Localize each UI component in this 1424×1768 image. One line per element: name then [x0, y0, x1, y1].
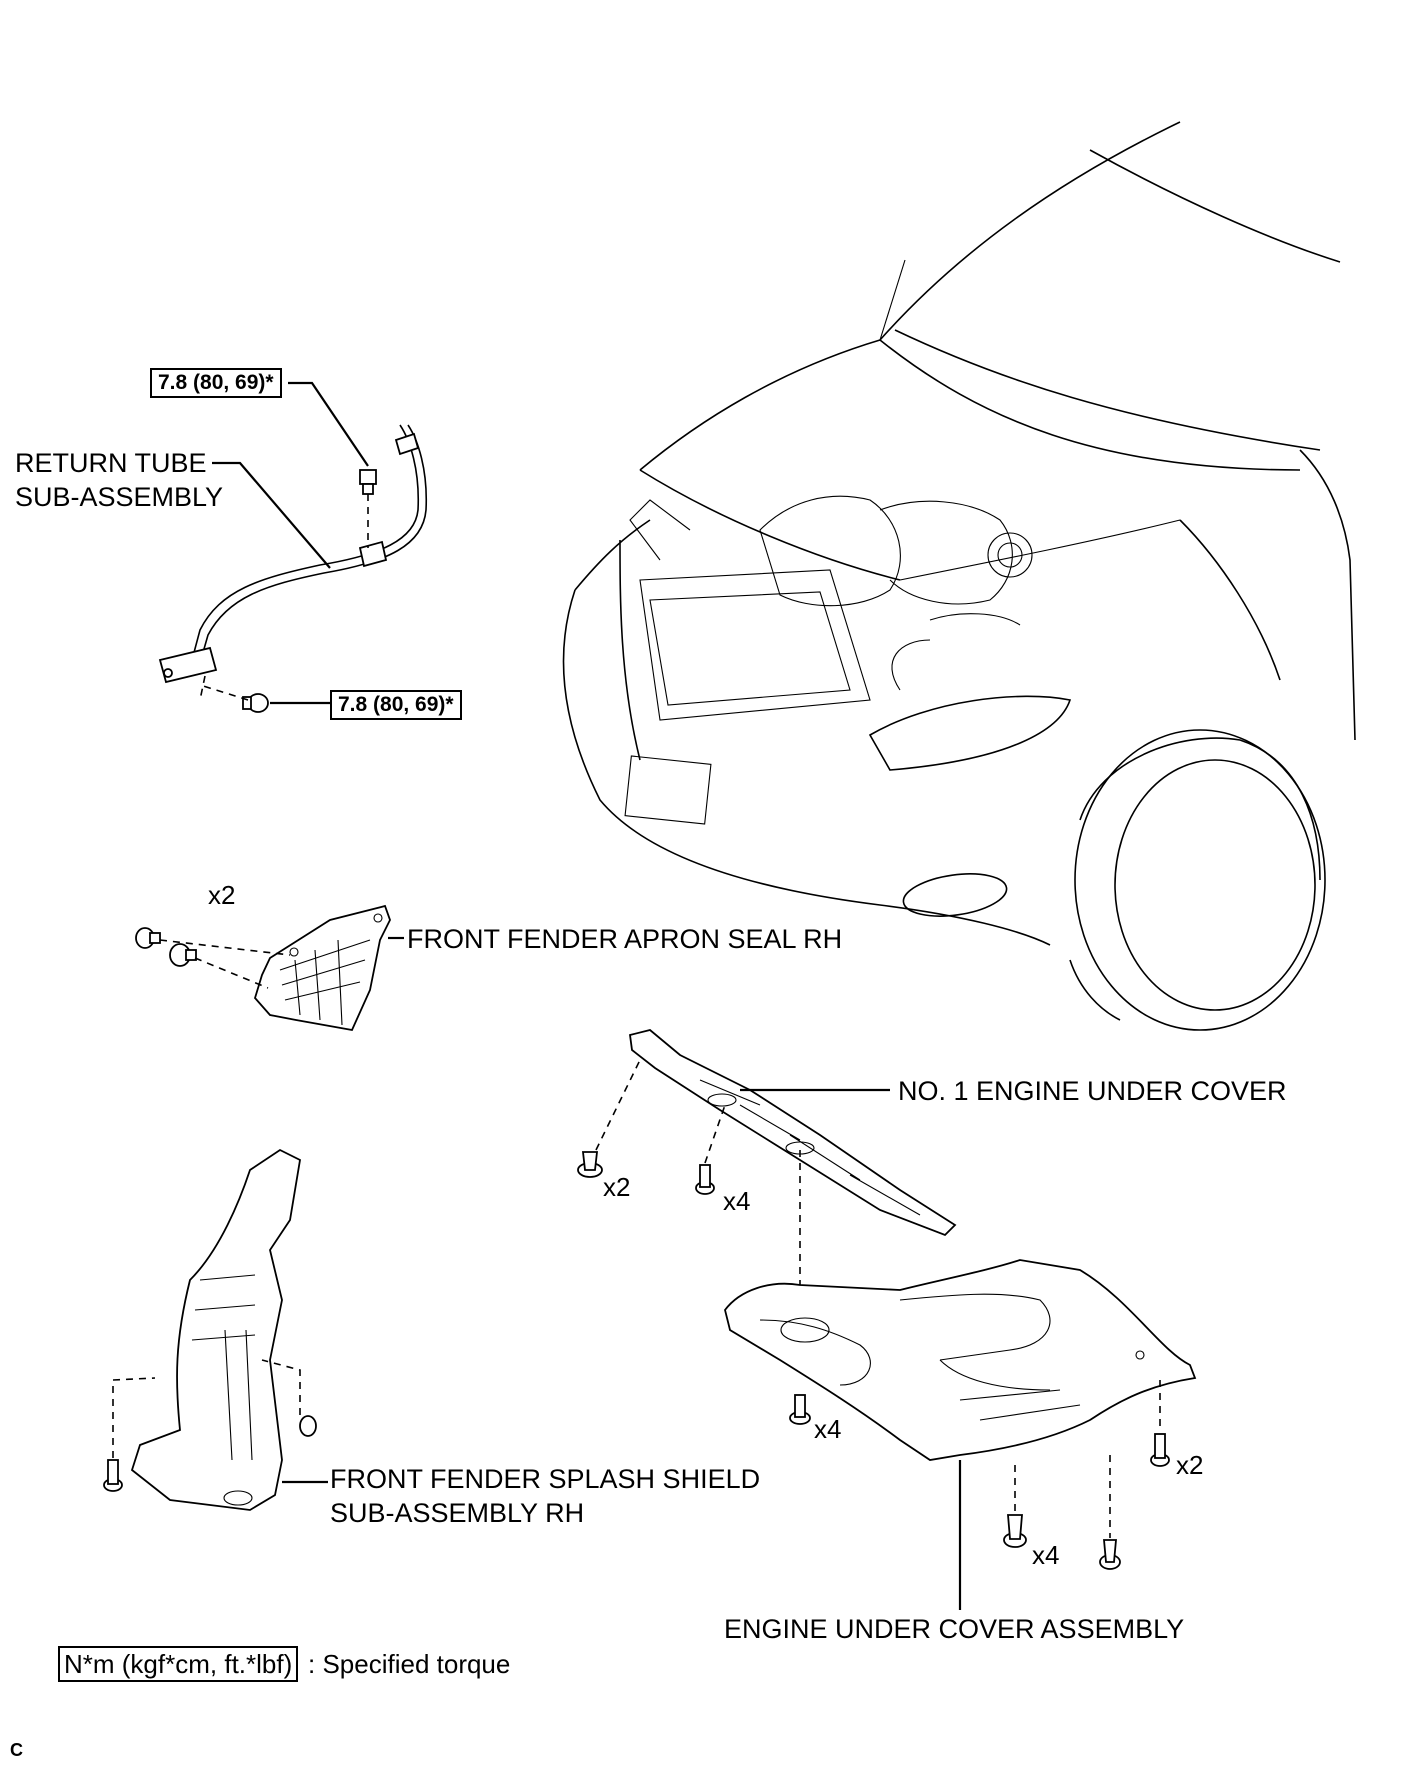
splash-shield-part — [103, 1148, 317, 1511]
assembly-side-bolt-icon — [1150, 1433, 1170, 1467]
torque-legend-units: N*m (kgf*cm, ft.*lbf) — [58, 1646, 299, 1682]
assembly-bolt-front-icon — [789, 1394, 811, 1425]
apron-seal-label: FRONT FENDER APRON SEAL RH — [407, 924, 843, 954]
assembly-side-quantity: x2 — [1176, 1450, 1204, 1480]
apron-bolt-icon — [135, 927, 161, 949]
assembly-clip-bottom-icon — [1003, 1514, 1027, 1548]
no1-bolts-quantity: x4 — [723, 1186, 751, 1216]
return-tube-leader — [212, 461, 331, 569]
lower-bolt-icon — [242, 693, 269, 713]
splash-shield-label-line1: FRONT FENDER SPLASH SHIELD — [330, 1464, 761, 1494]
splash-clip-right-icon — [299, 1415, 317, 1437]
apron-seal-part — [135, 904, 391, 1032]
return-tube-label-line2: SUB-ASSEMBLY — [15, 482, 224, 512]
no1-bolt-icon — [695, 1164, 715, 1195]
upper-torque-leader — [288, 381, 369, 467]
no1-under-cover-label: NO. 1 ENGINE UNDER COVER — [898, 1076, 1287, 1106]
under-cover-assembly-part — [724, 1259, 1197, 1570]
figure-code: C — [10, 1740, 23, 1760]
no1-under-cover-part — [577, 1029, 957, 1335]
torque-spec-upper: 7.8 (80, 69)* — [150, 368, 282, 398]
vehicle-outline — [562, 121, 1356, 1031]
assembly-bolt-rear-icon — [1099, 1539, 1121, 1570]
return-tube-label-line1: RETURN TUBE — [15, 448, 207, 478]
assembly-clips-quantity: x4 — [1032, 1540, 1060, 1570]
torque-spec-lower: 7.8 (80, 69)* — [330, 690, 462, 720]
under-cover-assembly-label: ENGINE UNDER COVER ASSEMBLY — [724, 1614, 1185, 1644]
splash-shield-label-line2: SUB-ASSEMBLY RH — [330, 1498, 585, 1528]
apron-clip-icon — [169, 943, 197, 967]
no1-clips-quantity: x2 — [603, 1172, 631, 1202]
upper-bolt-icon — [359, 469, 377, 495]
no1-clip-icon — [577, 1151, 603, 1178]
apron-clip-quantity: x2 — [208, 880, 236, 910]
return-tube-assembly — [158, 424, 428, 713]
splash-bolt-left-icon — [103, 1459, 123, 1492]
torque-legend-meaning: : Specified torque — [308, 1649, 511, 1679]
assembly-bolts-quantity: x4 — [814, 1414, 842, 1444]
